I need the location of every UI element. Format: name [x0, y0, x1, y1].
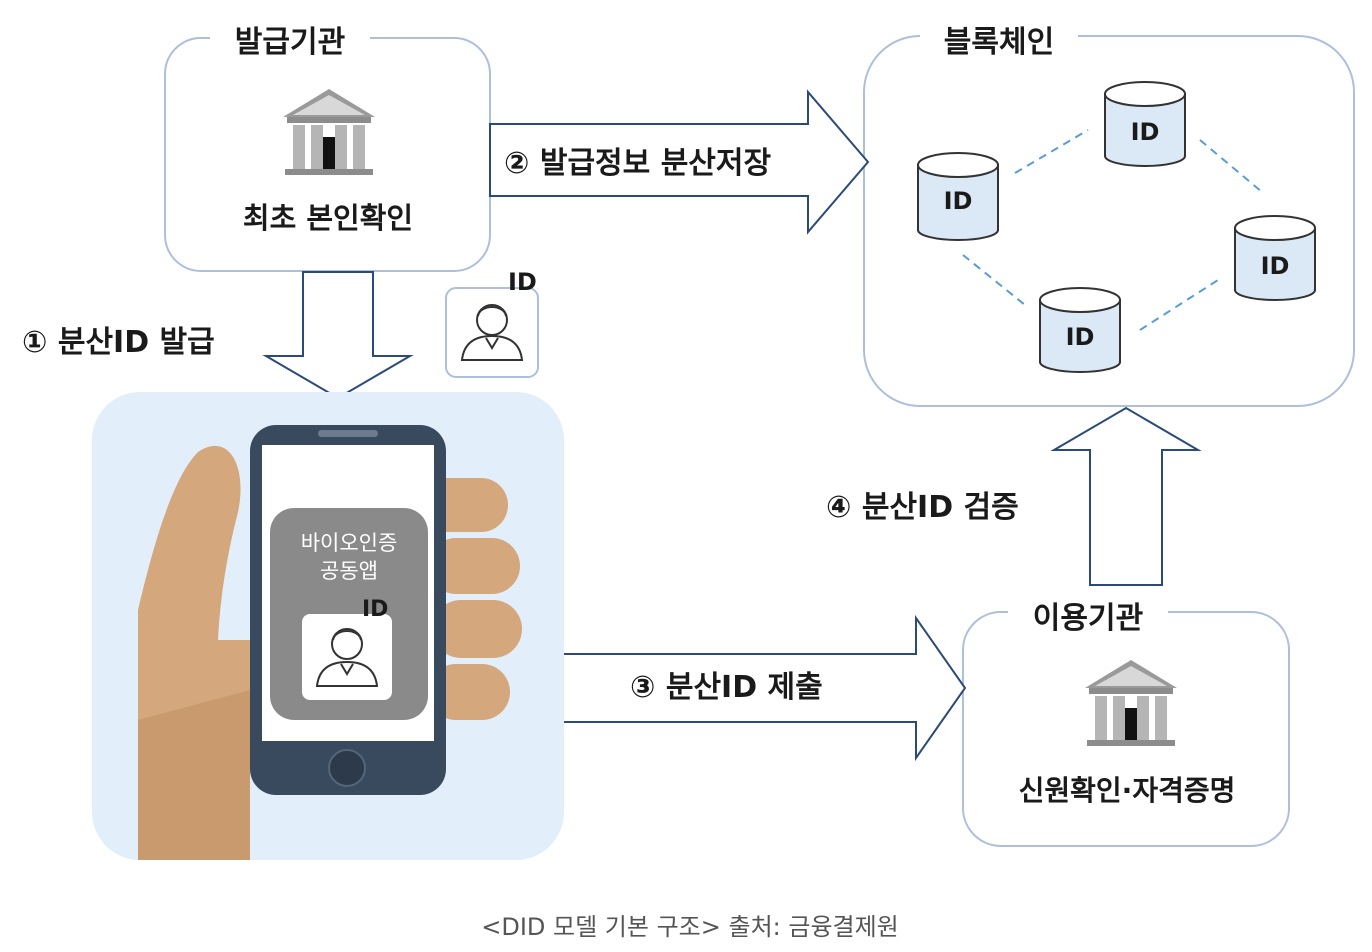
- floating-id-card: ID: [445, 268, 539, 378]
- blockchain-box: 블록체인 ID ID ID: [863, 18, 1355, 407]
- blockchain-title: 블록체인: [944, 25, 1054, 60]
- user-avatar-icon: [460, 304, 524, 361]
- app-id-label: ID: [362, 597, 388, 622]
- verifier-title: 이용기관: [1033, 601, 1143, 636]
- node-3-label: ID: [1261, 252, 1290, 280]
- phone-illustration: 바이오인증 공동앱 ID: [92, 392, 564, 860]
- database-node-2: ID: [1104, 81, 1186, 167]
- node-4-label: ID: [1066, 323, 1095, 351]
- arrow-submit: [527, 614, 967, 762]
- app-name-line1: 바이오인증: [301, 531, 398, 555]
- bank-building-icon: [1085, 660, 1177, 746]
- arrow-issue: [262, 271, 414, 400]
- blockchain-links: [962, 129, 1263, 331]
- issuer-box: 발급기관 최초 본인확인: [164, 20, 491, 272]
- database-node-1: ID: [917, 152, 999, 241]
- issuer-title: 발급기관: [235, 25, 345, 60]
- step-verify-label: ④ 분산ID 검증: [826, 490, 1019, 525]
- verifier-box: 이용기관 신원확인·자격증명: [962, 595, 1290, 847]
- arrow-store: [489, 89, 870, 235]
- step-issue-label: ① 분산ID 발급: [22, 325, 215, 360]
- bank-building-icon: [283, 89, 375, 175]
- home-button: [328, 749, 366, 787]
- step-store-label: ② 발급정보 분산저장: [504, 146, 771, 181]
- arrow-verify: [1050, 406, 1202, 586]
- user-avatar-icon: [315, 628, 379, 687]
- step-submit-label: ③ 분산ID 제출: [630, 670, 823, 705]
- node-1-label: ID: [944, 187, 973, 215]
- database-node-4: ID: [1039, 287, 1121, 373]
- figure-caption: <DID 모델 기본 구조> 출처: 금융결제원: [481, 913, 899, 941]
- floating-id-label: ID: [508, 268, 537, 296]
- verifier-caption: 신원확인·자격증명: [1019, 774, 1236, 807]
- app-name-line2: 공동앱: [320, 559, 378, 583]
- database-node-3: ID: [1234, 215, 1316, 301]
- issuer-caption: 최초 본인확인: [243, 201, 413, 235]
- node-2-label: ID: [1131, 118, 1160, 146]
